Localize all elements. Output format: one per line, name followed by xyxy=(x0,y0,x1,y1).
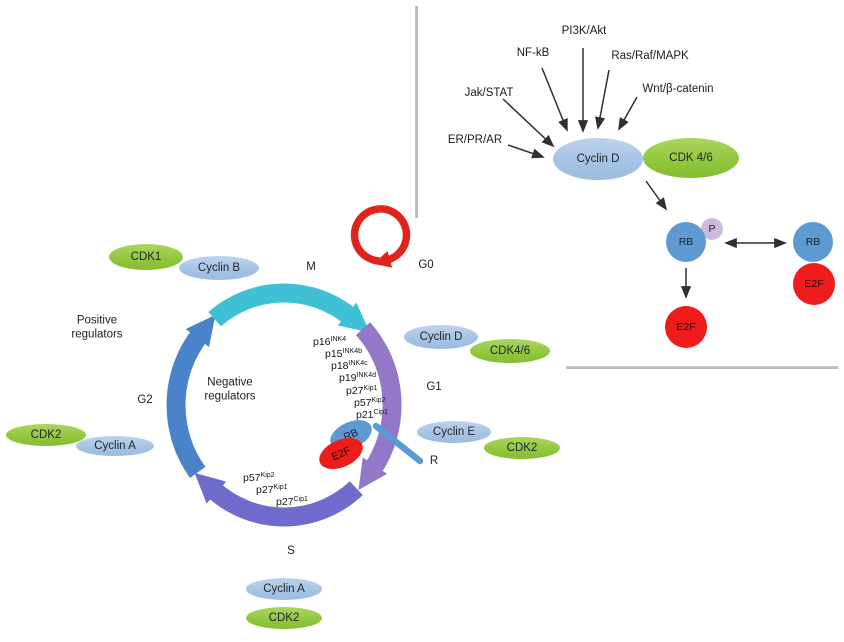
phase-label-m: M xyxy=(306,261,316,273)
inhibitor-p16-ink4: p16INK4 xyxy=(313,336,347,348)
e2f-released-circle: E2F xyxy=(665,306,707,348)
cyclin-d-signaling-ellipse: Cyclin D xyxy=(553,138,643,180)
pathway-label-ras-raf-mapk: Ras/Raf/MAPK xyxy=(611,50,689,62)
cyclin-b-ellipse: Cyclin B xyxy=(179,256,259,280)
g1-phase-arc xyxy=(355,322,402,491)
negative-regulators-label: Negative regulators xyxy=(204,376,256,403)
cyclind-to-rb-arrow xyxy=(645,180,668,211)
horizontal-panel-divider xyxy=(566,366,838,369)
phase-label-g2: G2 xyxy=(137,394,153,406)
m-phase-arc xyxy=(208,283,370,333)
cdk2-s-ellipse: CDK2 xyxy=(246,607,322,629)
inhibitor-p27-kip1: p27Kip1 xyxy=(346,385,378,397)
nfkb-arrow xyxy=(541,67,568,132)
inhibitor-p19-ink4d: p19INK4d xyxy=(339,372,376,384)
vertical-panel-divider xyxy=(415,6,418,218)
cyclin-a-s-ellipse: Cyclin A xyxy=(246,578,322,600)
pathway-label-pi3k-akt: PI3K/Akt xyxy=(561,25,607,37)
wnt-bcatenin-arrow xyxy=(618,96,638,131)
positive-regulators-label: Positive regulators xyxy=(71,314,123,341)
cdk46-cycle-ellipse: CDK4/6 xyxy=(470,339,550,363)
cdk46-signaling-ellipse: CDK 4/6 xyxy=(643,138,739,178)
ras-raf-mapk-arrow xyxy=(595,69,610,130)
rb-phosphorylated-circle: RB xyxy=(666,222,706,262)
cyclin-e-ellipse: Cyclin E xyxy=(417,421,491,443)
cdk2-g2-ellipse: CDK2 xyxy=(6,424,86,446)
restriction-point-bar xyxy=(372,422,424,465)
s-inhibitor-p57-kip2: p57Kip2 xyxy=(243,472,275,484)
restriction-point-label: R xyxy=(429,455,439,467)
inhibitor-p21-cip1: p21Cip1 xyxy=(356,409,388,421)
inhibitor-p57-kip2: p57Kip2 xyxy=(354,397,386,409)
cdk1-ellipse: CDK1 xyxy=(109,244,183,270)
phase-label-s: S xyxy=(287,545,295,557)
cdk2-g1s-ellipse: CDK2 xyxy=(484,437,560,459)
pathway-label-er-pr-ar: ER/PR/AR xyxy=(447,134,503,146)
inhibitor-p18-ink4c: p18INK4c xyxy=(331,360,368,372)
g0-cycle-arrow xyxy=(350,205,411,268)
pathway-label-wnt-bcatenin: Wnt/β-catenin xyxy=(642,83,714,95)
inhibitor-p15-ink4b: p15INK4b xyxy=(325,348,362,360)
phase-label-g0: G0 xyxy=(418,259,434,271)
s-inhibitor-p27-kip1: p27Kip1 xyxy=(256,484,288,496)
cyclin-d-cycle-ellipse: Cyclin D xyxy=(404,325,478,349)
phase-label-g1: G1 xyxy=(426,381,442,393)
rb-bound-circle: RB xyxy=(793,222,833,262)
cyclin-a-g2-ellipse: Cyclin A xyxy=(76,436,154,456)
g2-phase-arc xyxy=(166,314,216,478)
s-phase-arc xyxy=(194,472,363,527)
pathway-label-nfkb: NF-kB xyxy=(516,47,550,59)
pathway-label-jak-stat: Jak/STAT xyxy=(464,87,514,99)
e2f-bound-circle: E2F xyxy=(793,263,835,305)
s-inhibitor-p27-cip1: p27Cip1 xyxy=(276,496,308,508)
er-pr-ar-arrow xyxy=(507,144,545,159)
phospho-p-circle: P xyxy=(701,218,723,240)
jak-stat-arrow xyxy=(502,98,555,148)
